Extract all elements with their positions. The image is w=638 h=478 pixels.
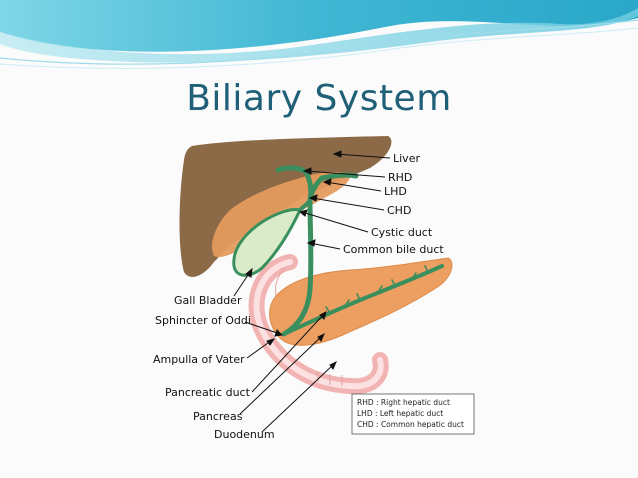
label-common-bile-duct: Common bile duct xyxy=(343,243,444,256)
label-lhd: LHD xyxy=(384,185,407,198)
key-lhd: LHD : Left hepatic duct xyxy=(357,409,443,418)
abbreviation-key: RHD : Right hepatic duct LHD : Left hepa… xyxy=(351,393,475,435)
label-pancreas: Pancreas xyxy=(193,410,243,423)
gall-bladder-shape xyxy=(232,208,303,277)
label-cystic-duct: Cystic duct xyxy=(371,226,433,239)
leader-lines xyxy=(233,150,391,433)
label-pancreatic-duct: Pancreatic duct xyxy=(165,386,251,399)
duodenum-shape xyxy=(248,254,389,395)
label-liver: Liver xyxy=(393,152,420,165)
label-sphincter-of-oddi: Sphincter of Oddi xyxy=(155,314,251,327)
label-ampulla-of-vater: Ampulla of Vater xyxy=(153,353,245,366)
key-chd: CHD : Common hepatic duct xyxy=(357,420,464,429)
key-rhd: RHD : Right hepatic duct xyxy=(357,398,450,407)
label-duodenum: Duodenum xyxy=(214,428,275,441)
slide-title: Biliary System xyxy=(186,78,452,119)
label-gall-bladder: Gall Bladder xyxy=(174,294,242,307)
label-chd: CHD xyxy=(387,204,411,217)
label-rhd: RHD xyxy=(388,171,412,184)
duct-system xyxy=(275,165,444,337)
